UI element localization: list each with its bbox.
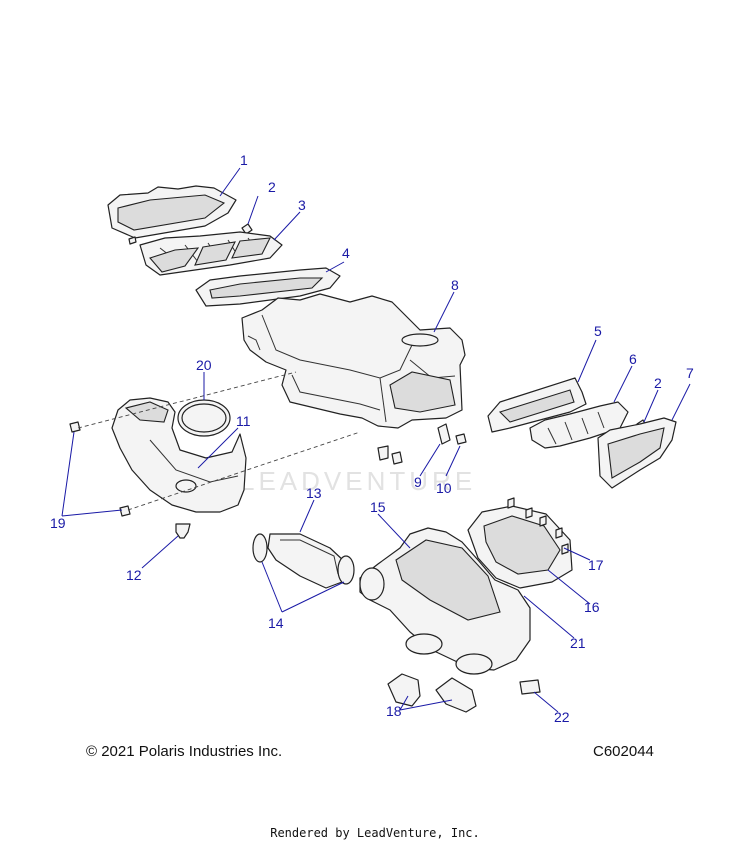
alignment-line-upper (77, 371, 297, 429)
callout-7: 7 (686, 365, 694, 381)
part-10-screw (455, 433, 467, 445)
part-2-screw-small (128, 236, 137, 245)
callout-6: 6 (629, 351, 637, 367)
part-15-lower-airbox (359, 527, 531, 675)
part-11-intake-duct (111, 397, 247, 513)
part-9-fastener (377, 423, 451, 465)
callout-15: 15 (370, 499, 386, 515)
copyright-text: © 2021 Polaris Industries Inc. (86, 743, 283, 760)
callout-9: 9 (414, 474, 422, 490)
callouts: 1 2 3 4 8 5 6 2 7 20 11 9 10 19 12 13 14… (50, 152, 694, 725)
part-8-airbox-upper (241, 293, 466, 429)
callout-20: 20 (196, 357, 212, 373)
part-20-clamp (177, 399, 231, 437)
part-4-filter-element (195, 267, 341, 307)
watermark-text: LEADVENTURE (240, 466, 476, 496)
part-22-grommet (519, 679, 541, 695)
part-6-filter-grid (529, 401, 629, 449)
callout-12: 12 (126, 567, 142, 583)
part-18-cap-a (387, 673, 421, 707)
callout-3: 3 (298, 197, 306, 213)
callout-21: 21 (570, 635, 586, 651)
part-7-gasket (597, 417, 677, 489)
alignment-line-lower (127, 431, 361, 511)
part-13-tube (267, 533, 346, 589)
callout-2-right: 2 (654, 375, 662, 391)
rendered-by-text: Rendered by LeadVenture, Inc. (270, 826, 480, 840)
part-5-prefilter-frame (487, 377, 587, 433)
part-21-housing-lid (467, 505, 573, 589)
part-14-clamp-a (252, 533, 268, 563)
callout-2-top: 2 (268, 179, 276, 195)
callout-19: 19 (50, 515, 66, 531)
leader-lines (61, 167, 691, 713)
part-1-gasket (107, 185, 237, 239)
callout-18: 18 (386, 703, 402, 719)
part-3-filter-frame (139, 231, 283, 276)
callout-14: 14 (268, 615, 284, 631)
diagram-code: C602044 (593, 743, 654, 760)
part-14-clamp-b (337, 555, 355, 585)
part-2-screw-top (241, 223, 253, 235)
callout-8: 8 (451, 277, 459, 293)
callout-4: 4 (342, 245, 350, 261)
callout-17: 17 (588, 557, 604, 573)
callout-16: 16 (584, 599, 600, 615)
callout-11: 11 (236, 413, 251, 429)
part-18-cap-b (435, 677, 477, 713)
callout-5: 5 (594, 323, 602, 339)
callout-10: 10 (436, 480, 452, 496)
callout-22: 22 (554, 709, 570, 725)
callout-13: 13 (306, 485, 322, 501)
part-12-grommet (175, 523, 191, 539)
callout-1: 1 (240, 152, 248, 168)
part-19-fastener (69, 421, 131, 517)
